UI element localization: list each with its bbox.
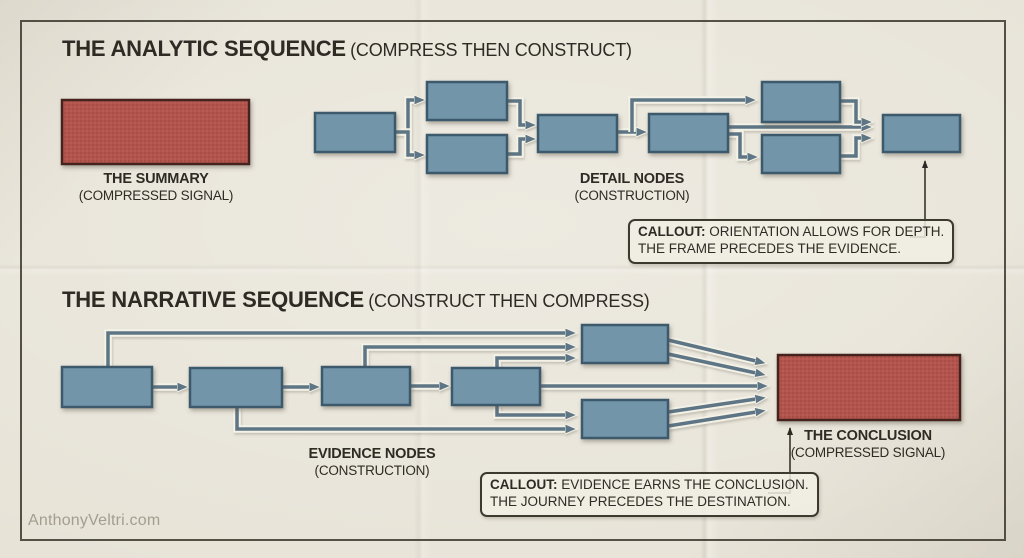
analytic-node-3 [536,113,619,154]
long-top-feed-arrow-2 [363,347,566,367]
analytic-node-5a [760,80,842,124]
analytic-node-2b [425,133,509,175]
converge-arrow-1 [667,338,756,361]
narrative-title: THE NARRATIVE SEQUENCE (CONSTRUCT THEN C… [62,287,650,312]
rejoin-bottom-arrow [840,138,862,158]
conclusion-box [776,353,962,422]
summary-label: THE SUMMARY (COMPRESSED SIGNAL) [78,171,234,203]
analytic-node-1 [313,111,397,154]
analytic-node-4 [647,112,730,154]
split-down-arrow [395,130,415,155]
merge-top-arrow [507,99,526,125]
evidence-nodes-label: EVIDENCE NODES (CONSTRUCTION) [308,446,436,478]
converge-arrow-3 [667,399,756,414]
frame-top-branch-arrow [630,100,746,132]
evidence-node-3 [320,365,412,407]
analytic-node-6 [881,113,962,154]
evidence-node-top [580,323,670,365]
analytic-title: THE ANALYTIC SEQUENCE (COMPRESS THEN CON… [62,36,632,61]
rejoin-top-arrow [840,99,862,122]
evidence-node-4 [450,366,542,407]
converge-arrow-2 [667,352,756,373]
analytic-node-5b [760,133,842,175]
conclusion-label: THE CONCLUSION (COMPRESSED SIGNAL) [790,428,946,460]
long-top-feed-arrow-1 [106,333,566,367]
evidence-node-bottom [580,398,670,440]
long-bottom-feed-arrow-1 [235,407,566,429]
bottom-feed-arrow-2 [495,405,566,415]
analytic-node-2a [425,80,509,122]
summary-box [60,98,251,166]
evidence-node-1 [60,365,154,409]
narrative-callout: CALLOUT: EVIDENCE EARNS THE CONCLUSION. … [480,472,819,517]
frame-bottom-branch-arrow [728,132,748,157]
top-feed-arrow-3 [495,358,566,368]
evidence-node-2 [188,366,284,409]
detail-nodes-label: DETAIL NODES (CONSTRUCTION) [574,171,690,203]
analytic-callout: CALLOUT: ORIENTATION ALLOWS FOR DEPTH. T… [628,219,955,264]
merge-bottom-arrow [507,139,526,156]
converge-arrow-4 [667,412,756,428]
watermark: AnthonyVeltri.com [28,512,161,529]
